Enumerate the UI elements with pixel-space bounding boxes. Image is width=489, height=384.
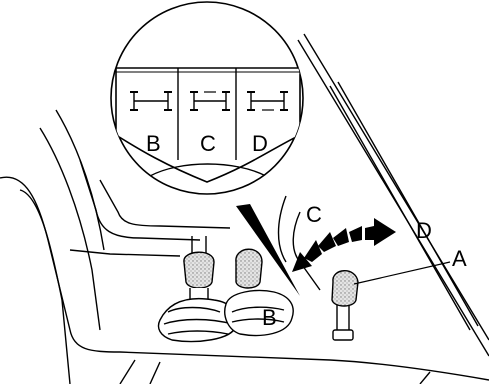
lever-label-a: A (452, 246, 467, 271)
inset-circle (111, 2, 303, 194)
trim-lines (298, 34, 489, 356)
hand-on-lever (225, 249, 293, 335)
panel-label-b: B (146, 131, 161, 156)
panel-label-c: C (200, 131, 216, 156)
lever-pointer-line (354, 262, 450, 284)
gear-lever-left (184, 236, 214, 302)
arrow-label-d: D (416, 218, 432, 243)
arrow-label-c: C (306, 202, 322, 227)
hand-lever-label-b: B (262, 305, 277, 330)
panel-label-d: D (252, 131, 268, 156)
transfer-lever (332, 271, 358, 340)
